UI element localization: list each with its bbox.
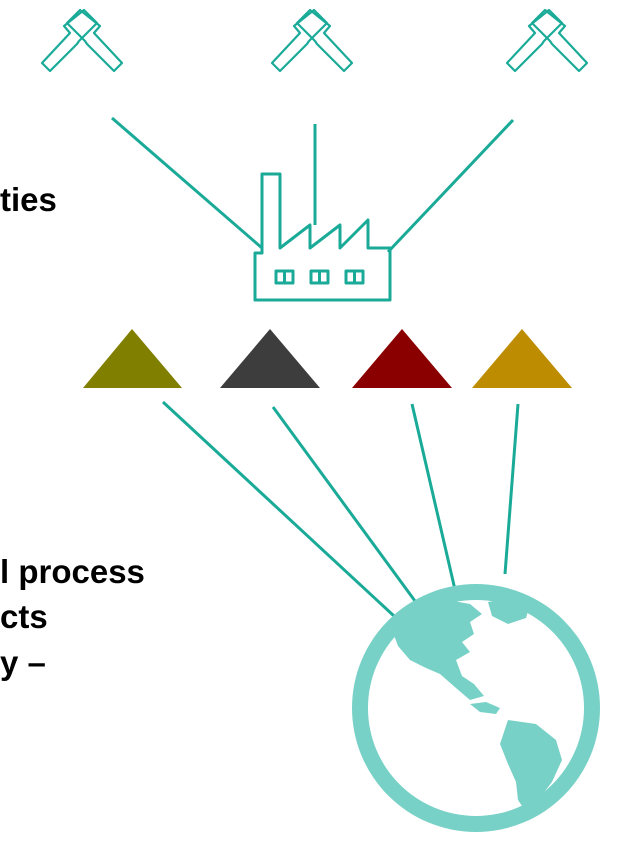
globe-icon (352, 584, 600, 832)
connector-line (111, 116, 263, 250)
hammer-icon (505, 8, 589, 73)
text-fragment-1: ties (0, 181, 57, 218)
connector-line (386, 118, 515, 254)
factory-icon (253, 172, 392, 302)
text-fragment-4: y – (0, 644, 46, 681)
mineral-triangle-gold (472, 329, 572, 388)
connector-line (410, 403, 458, 595)
mineral-triangle-olive (83, 329, 182, 388)
connector-line (503, 403, 520, 575)
hammer-icon (40, 8, 124, 73)
connector-line (271, 406, 417, 602)
hammer-icon (270, 8, 354, 73)
text-fragment-3: cts (0, 598, 48, 635)
connector-line (161, 400, 396, 618)
text-fragment-2: l process (0, 553, 145, 590)
mineral-triangle-charcoal (220, 329, 320, 388)
mineral-triangle-maroon (352, 329, 452, 388)
